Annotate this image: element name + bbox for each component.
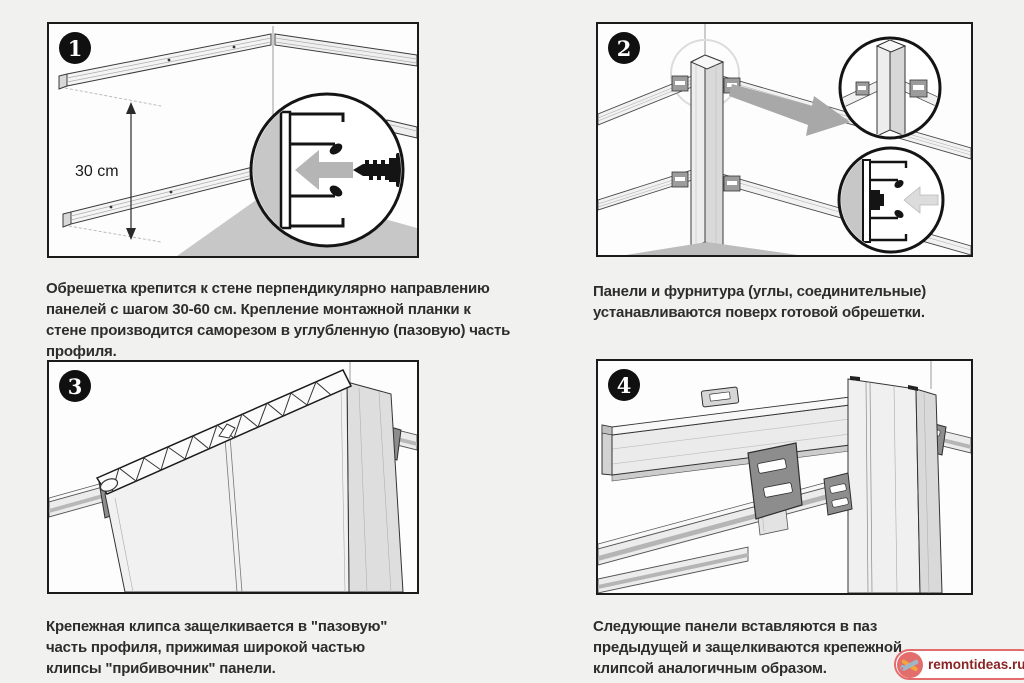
step-number-badge: 2 xyxy=(608,32,640,64)
corner-profile xyxy=(689,54,725,250)
insert-direction-arrow xyxy=(903,186,939,214)
fastening-clip-middle xyxy=(747,442,803,520)
batten-top-left xyxy=(58,33,272,90)
cellular-webbing xyxy=(111,381,332,493)
dimension-arrow xyxy=(64,87,162,243)
groove-detail-circle xyxy=(837,146,945,254)
watermark-text: remontideas.ru xyxy=(928,657,1024,672)
profile-cross-section xyxy=(862,159,908,243)
fastening-clips xyxy=(671,75,741,192)
panel-lip xyxy=(850,376,860,381)
step-number-badge: 4 xyxy=(608,369,640,401)
step4-illustration xyxy=(598,361,971,593)
panel-lip xyxy=(99,478,119,492)
panel-lip xyxy=(908,385,918,391)
top-bracket xyxy=(700,386,740,408)
floor xyxy=(626,242,798,255)
panel-front-face xyxy=(104,381,350,592)
batten-lower-long xyxy=(598,475,851,566)
panel-side-face xyxy=(346,381,404,592)
step4-figure: 4 xyxy=(596,359,973,595)
zoom-arrow xyxy=(729,84,850,136)
screw-head xyxy=(870,190,880,210)
step2-figure: 2 xyxy=(596,22,973,257)
step4-caption: Следующие панели вставляются в паз преды… xyxy=(593,618,902,677)
step3-caption: Крепежная клипса защелкивается в "пазову… xyxy=(46,618,388,677)
dimension-label: 30 cm xyxy=(75,163,119,180)
step1-figure: 30 cm xyxy=(47,22,419,258)
profile-cross-section xyxy=(279,110,345,230)
insert-direction-arrow xyxy=(295,150,353,190)
step2-caption: Панели и фурнитура (углы, соединительные… xyxy=(593,283,927,321)
profile-lip-top xyxy=(329,143,343,155)
batten-lower-short xyxy=(598,546,749,593)
screw xyxy=(353,153,401,187)
step3-illustration xyxy=(49,362,417,592)
panel-joint-notch xyxy=(218,423,236,439)
batten-top-right xyxy=(274,33,417,67)
watermark: remontideas.ru xyxy=(894,649,1024,680)
step-number-badge: 1 xyxy=(59,32,91,64)
step1-caption: Обрешетка крепится к стене перпендикуляр… xyxy=(46,280,511,360)
panel-top-cross-section xyxy=(95,369,353,495)
step2-illustration xyxy=(598,24,971,255)
corner-detail-circle xyxy=(838,36,942,140)
profile-lip-bottom xyxy=(329,185,343,197)
step-number-badge: 3 xyxy=(59,370,91,402)
crossed-tools-icon xyxy=(897,651,923,678)
batten-bottom-left xyxy=(62,165,258,228)
horizontal-panel xyxy=(601,396,851,482)
right-vertical-panel xyxy=(847,376,943,593)
step3-figure: 3 xyxy=(47,360,419,594)
step1-illustration: 30 cm xyxy=(58,26,417,256)
fastening-clip-small xyxy=(823,472,853,516)
